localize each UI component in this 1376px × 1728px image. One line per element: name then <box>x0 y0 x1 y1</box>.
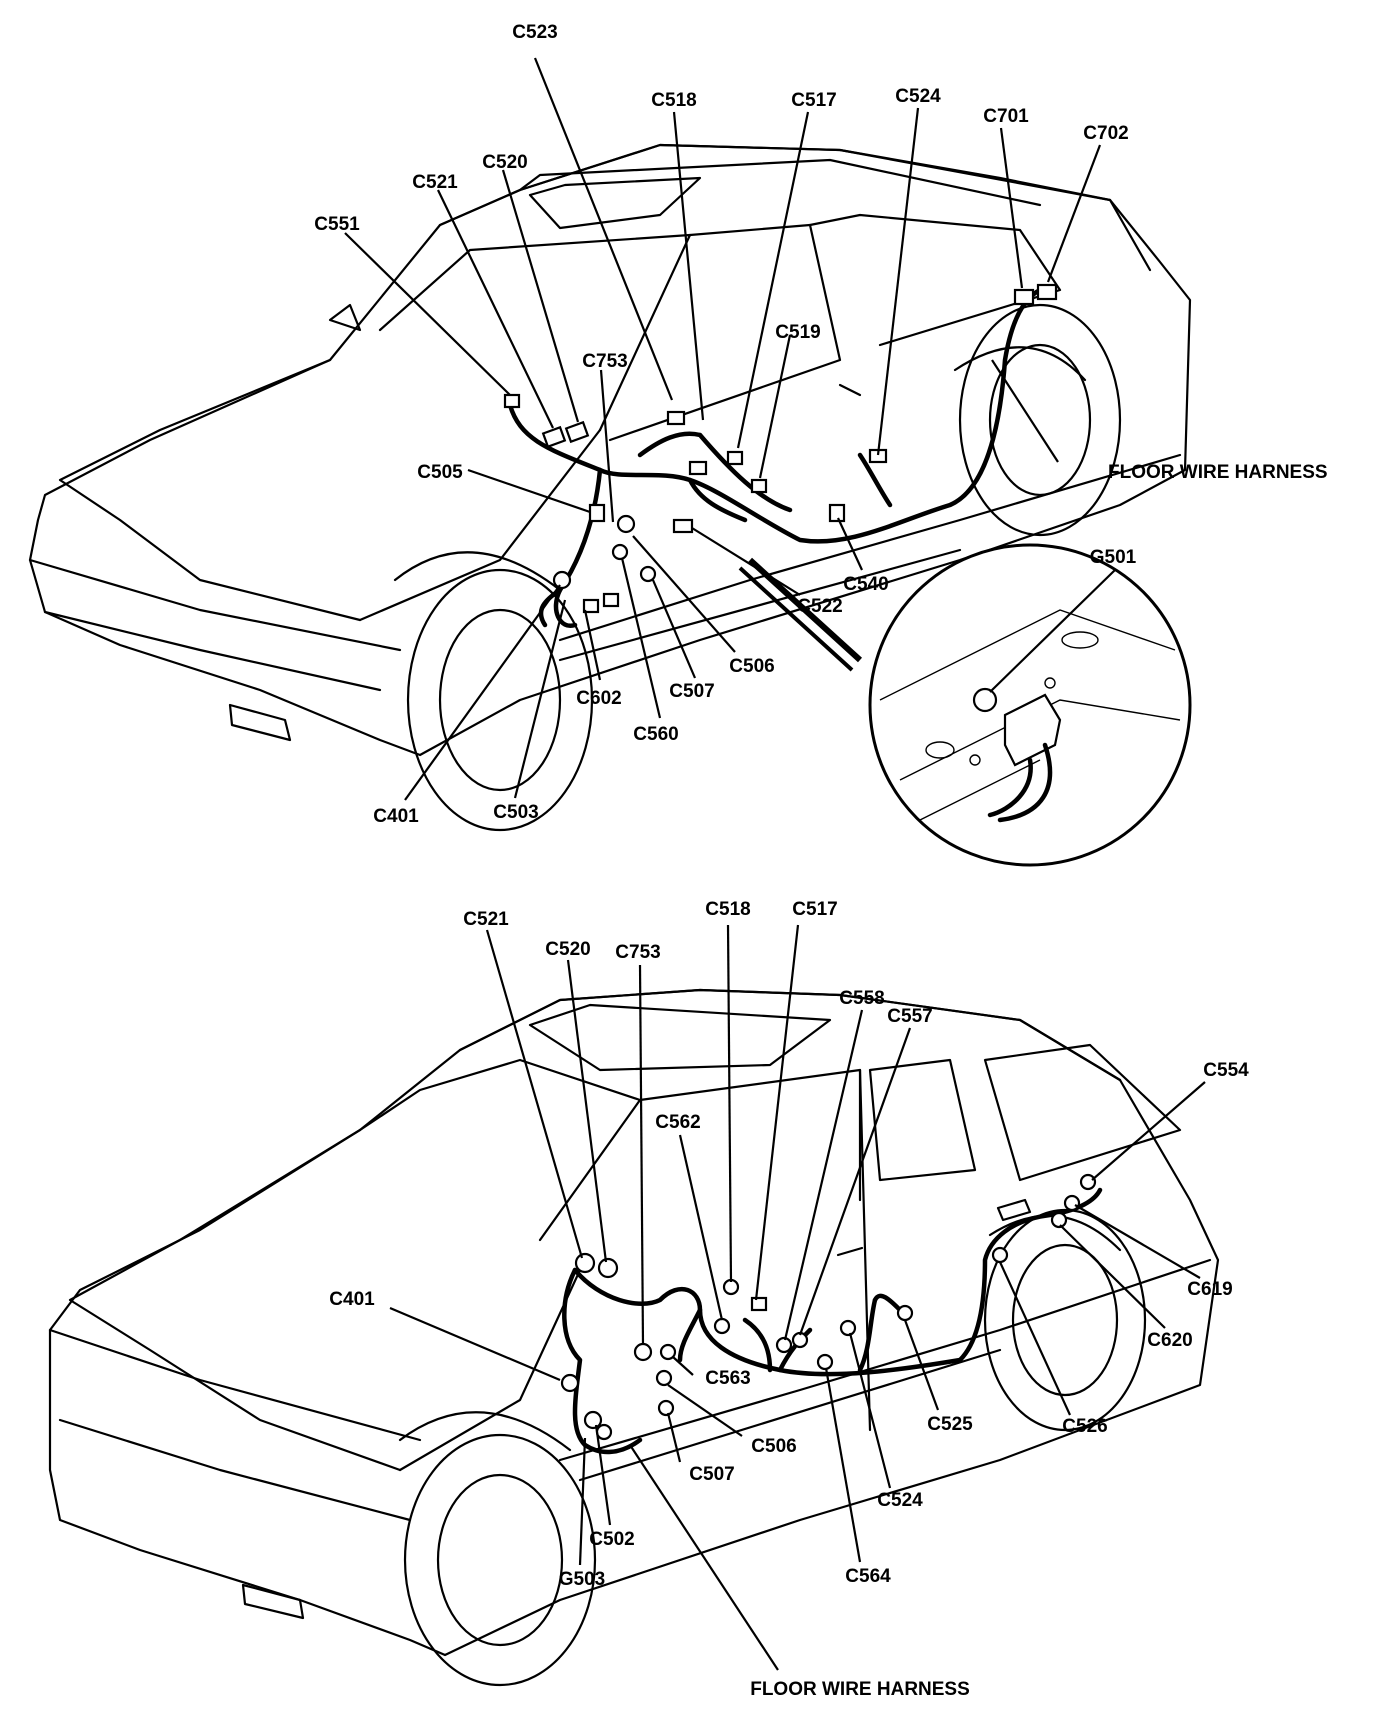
label-c563-wagon: C563 <box>705 1368 750 1389</box>
label-c505: C505 <box>417 462 463 483</box>
label-c526-wagon: C526 <box>1062 1416 1107 1437</box>
wagon-floor-wire-harness <box>562 1187 1103 1455</box>
label-c540: C540 <box>843 574 888 595</box>
sedan-illustration <box>28 143 1192 832</box>
sedan-labels: C523 C518 C517 C524 C701 C702 C520 C521 … <box>314 22 1327 827</box>
label-c564-wagon: C564 <box>845 1566 891 1587</box>
label-c524: C524 <box>895 86 941 107</box>
label-c521-wagon: C521 <box>463 909 509 930</box>
label-g503-wagon: G503 <box>559 1569 605 1590</box>
label-c523: C523 <box>512 22 557 43</box>
label-c702: C702 <box>1083 123 1128 144</box>
label-c519: C519 <box>775 322 820 343</box>
label-c502-wagon: C502 <box>589 1529 634 1550</box>
wagon-illustration <box>48 988 1220 1687</box>
label-c520: C520 <box>482 152 527 173</box>
label-c521: C521 <box>412 172 458 193</box>
label-c507-wagon: C507 <box>689 1464 734 1485</box>
label-c558-wagon: C558 <box>839 988 884 1009</box>
label-c557-wagon: C557 <box>887 1006 932 1027</box>
label-c518: C518 <box>651 90 696 111</box>
label-c753: C753 <box>582 351 627 372</box>
label-c507: C507 <box>669 681 714 702</box>
wagon-labels: C521 C518 C517 C520 C753 C558 C557 C554 … <box>329 899 1249 1700</box>
sedan-leader-lines <box>344 57 1116 801</box>
label-floor-wire-harness-wagon: FLOOR WIRE HARNESS <box>750 1679 970 1700</box>
label-c560: C560 <box>633 724 678 745</box>
label-c401: C401 <box>373 806 419 827</box>
label-c562-wagon: C562 <box>655 1112 700 1133</box>
label-c517-wagon: C517 <box>792 899 837 920</box>
label-c522: C522 <box>797 596 842 617</box>
label-c520-wagon: C520 <box>545 939 590 960</box>
label-c525-wagon: C525 <box>927 1414 973 1435</box>
label-c524-wagon: C524 <box>877 1490 923 1511</box>
g501-detail-inset <box>738 543 1192 867</box>
label-floor-wire-harness: FLOOR WIRE HARNESS <box>1108 462 1328 483</box>
label-c619-wagon: C619 <box>1187 1279 1232 1300</box>
label-c753-wagon: C753 <box>615 942 660 963</box>
label-c503: C503 <box>493 802 538 823</box>
label-c551: C551 <box>314 214 360 235</box>
label-c506-wagon: C506 <box>751 1436 796 1457</box>
label-c554-wagon: C554 <box>1203 1060 1249 1081</box>
label-c401-wagon: C401 <box>329 1289 375 1310</box>
label-c517: C517 <box>791 90 836 111</box>
label-c518-wagon: C518 <box>705 899 750 920</box>
wagon-leader-lines <box>389 924 1206 1671</box>
label-c701: C701 <box>983 106 1029 127</box>
label-g501: G501 <box>1090 547 1137 568</box>
label-c506: C506 <box>729 656 774 677</box>
sedan-connectors <box>503 283 1058 614</box>
label-c620-wagon: C620 <box>1147 1330 1192 1351</box>
label-c602: C602 <box>576 688 621 709</box>
